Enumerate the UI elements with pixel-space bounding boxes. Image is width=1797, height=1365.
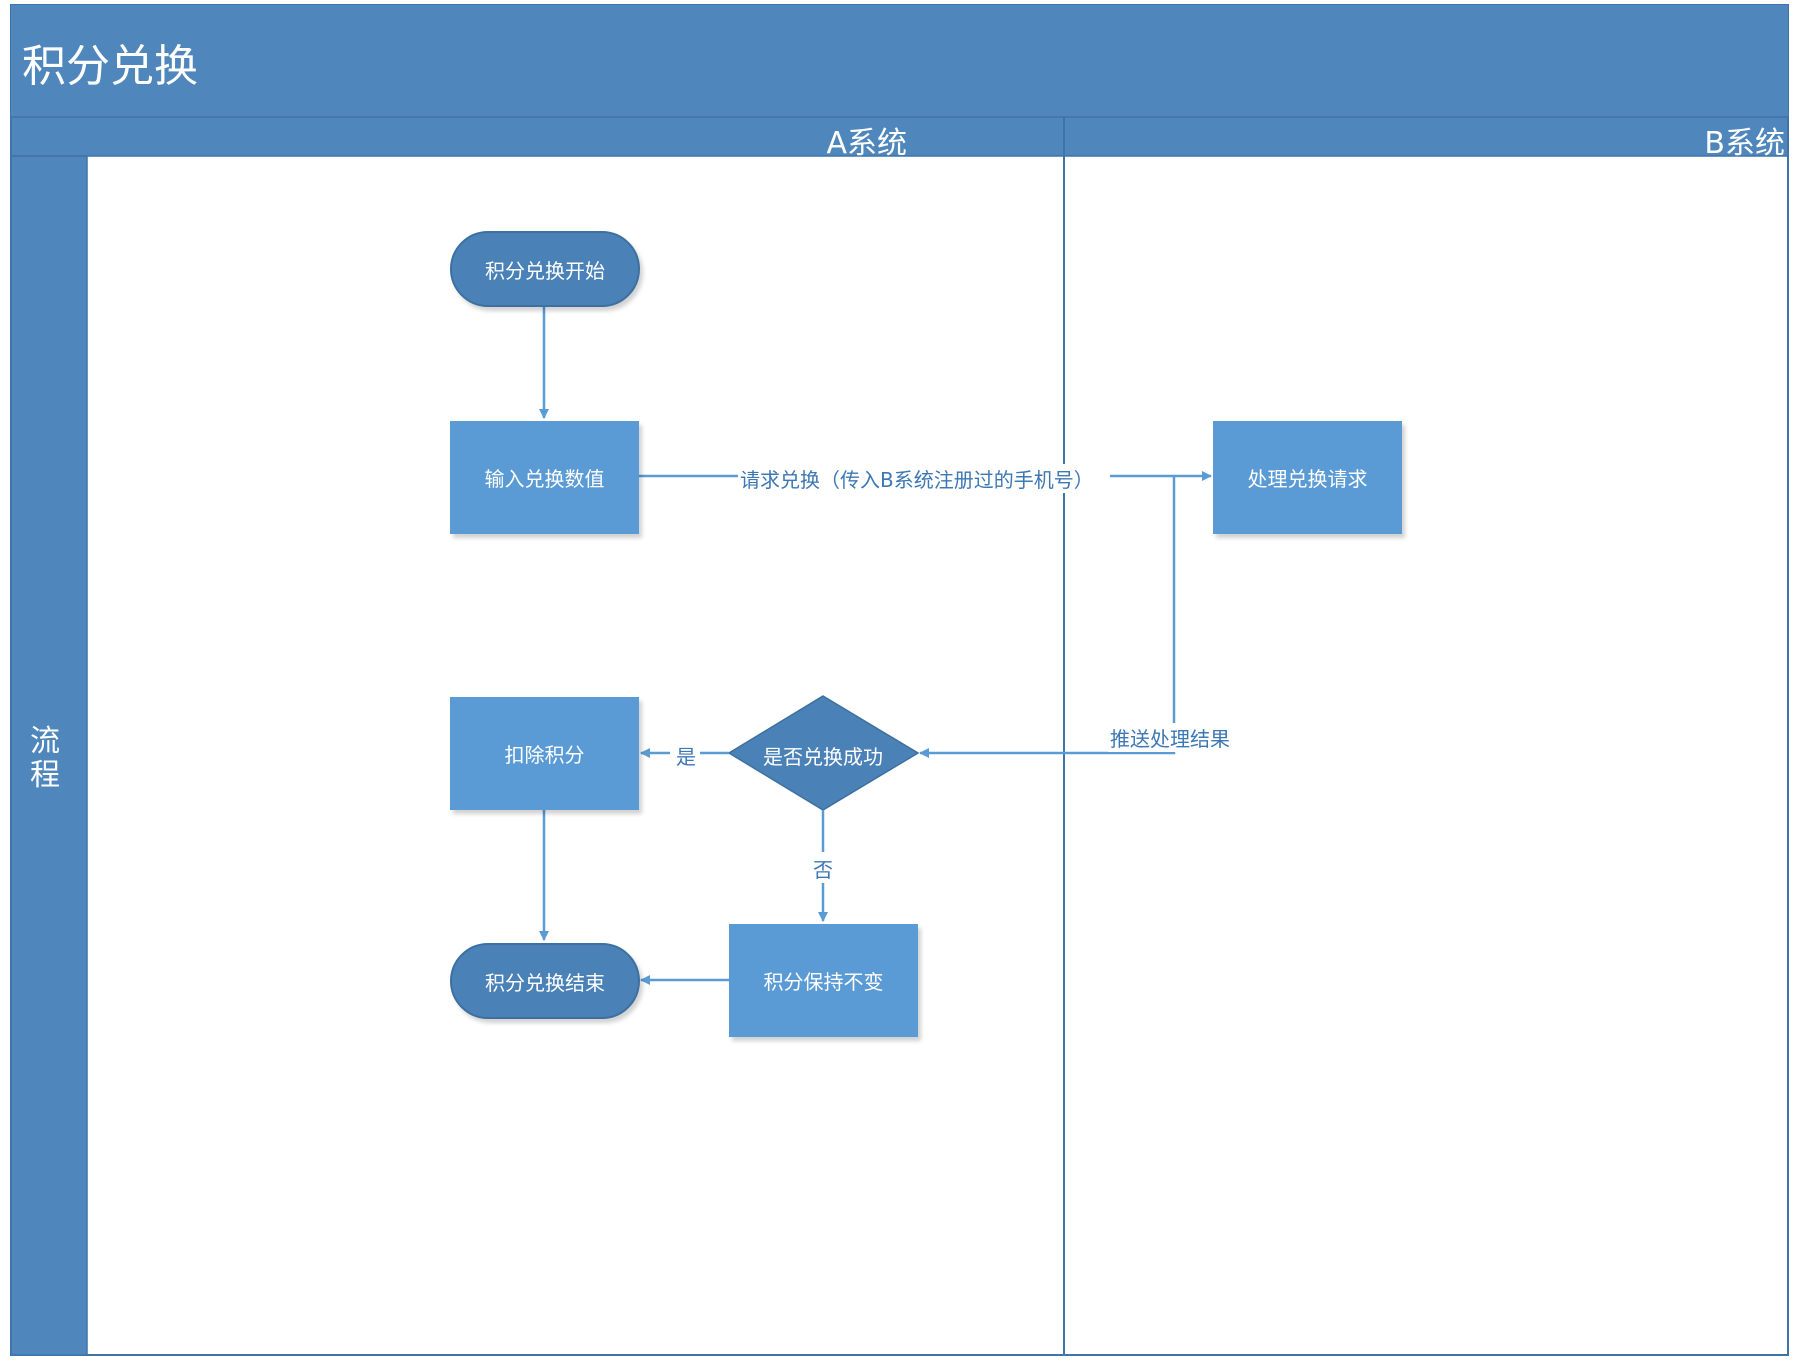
decision-node-label: 是否兑换成功 [763,745,883,769]
deduct-node: 扣除积分 [450,697,639,810]
process-request-node: 处理兑换请求 [1213,421,1402,534]
end-node: 积分兑换结束 [450,943,640,1019]
row-label-column [10,155,88,1356]
diagram-title: 积分兑换 [22,41,198,92]
frame-border [10,4,1789,1356]
edge-label-request: 请求兑换（传入B系统注册过的手机号） [738,464,1096,493]
lane-header-b: B系统 [1704,126,1785,161]
start-node: 积分兑换开始 [450,231,640,307]
lane-header-row [10,116,1789,157]
title-bar [11,5,1788,117]
lane-header-a: A系统 [826,126,907,161]
input-node: 输入兑换数值 [450,421,639,534]
edge-label-yes: 是 [674,741,698,770]
keep-node: 积分保持不变 [729,924,918,1037]
edge-label-push-result: 推送处理结果 [1108,723,1232,752]
edge-label-no: 否 [811,854,835,883]
arrow-push-result [919,476,1176,758]
row-label: 流程 [30,724,60,793]
